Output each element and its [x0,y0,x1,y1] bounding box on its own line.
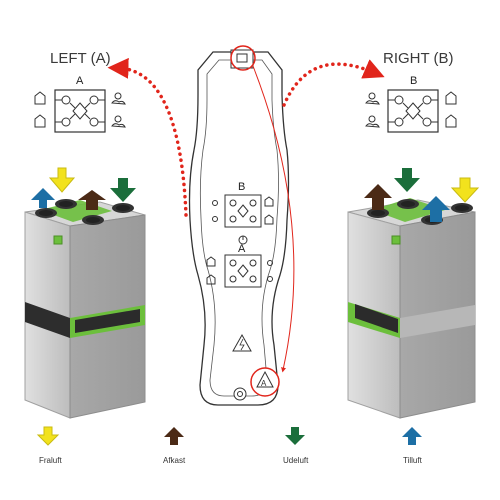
arrow-down-icon [285,427,305,445]
dotted-arrow-right [282,59,385,107]
arrow-up-icon [164,427,184,445]
svg-text:A: A [261,379,267,388]
top-highlight-circle [230,45,256,71]
arrow-afkast-icon [364,184,392,210]
rotation-arc [252,65,295,373]
legend-item-udeluft: Udeluft [283,427,309,465]
mounting-panel-drawing: B A A [188,45,295,406]
house-icon [206,256,216,267]
legend-label-afkast: Afkast [163,456,186,465]
sun-icon [212,200,218,206]
right-ventilation-unit [347,168,480,419]
bottom-rotation-detail: A [250,367,280,397]
legend-item-fraluft: Fraluft [36,426,62,465]
house-icon [206,274,216,285]
dotted-arrow-left [107,57,188,217]
house-icon [264,196,274,207]
legend-label-udeluft: Udeluft [283,456,309,465]
arrow-fraluft-icon [450,177,480,203]
left-schematic-letter: A [76,75,84,87]
sun-icon [212,216,218,222]
right-port-schematic: B [365,75,457,133]
arrow-up-icon [402,427,422,445]
sun-cloud-icon [111,115,126,128]
arrow-fraluft-icon [48,167,76,193]
sun-icon [267,260,273,266]
left-port-schematic: A [34,75,126,133]
legend-item-afkast: Afkast [163,427,186,465]
house-icon [445,91,457,105]
left-ventilation-unit [24,167,146,419]
panel-letter-b: B [238,181,245,193]
right-schematic-letter: B [410,75,417,87]
panel-letter-a: A [238,243,246,255]
house-icon [34,91,46,105]
legend-item-tilluft: Tilluft [402,427,423,465]
sun-cloud-icon [365,92,380,105]
legend-label-fraluft: Fraluft [39,456,62,465]
house-icon [445,114,457,128]
legend-label-tilluft: Tilluft [403,456,423,465]
sun-cloud-icon [111,92,126,105]
electrical-warning-icon [232,333,252,352]
house-icon [264,214,274,225]
sun-icon [267,276,273,282]
arrow-udeluft-icon [394,168,420,192]
arrow-tilluft-icon [422,196,450,222]
arrow-udeluft-icon [110,178,136,202]
house-icon [34,114,46,128]
arrow-afkast-icon [78,190,106,210]
sun-cloud-icon [365,115,380,128]
legend: Fraluft Afkast Udeluft Tilluft [36,426,423,465]
arrow-down-icon [36,426,60,446]
right-side-label: RIGHT (B) [383,50,454,67]
arrow-tilluft-icon [31,188,55,208]
left-side-label: LEFT (A) [50,50,111,67]
